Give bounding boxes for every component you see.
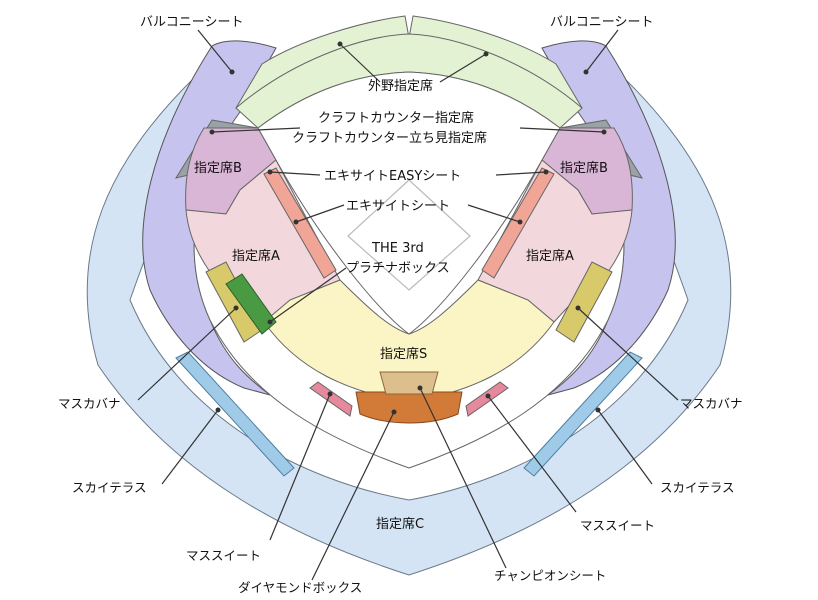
excite-seat-left[interactable]: [263, 167, 337, 279]
leader-lines: [137, 29, 679, 581]
label-outfield: 外野指定席: [368, 78, 433, 94]
seat-s[interactable]: [263, 279, 555, 403]
label-diamond-box: ダイヤモンドボックス: [238, 580, 362, 595]
mass-suite-right[interactable]: [465, 381, 509, 417]
label-seat-b-left: 指定席B: [194, 160, 242, 176]
masukabana-right[interactable]: [555, 261, 613, 343]
diamond-box[interactable]: [355, 391, 463, 424]
label-sky-terrace-right: スカイテラス: [660, 480, 735, 495]
label-craft-counter-standing: クラフトカウンター立ち見指定席: [292, 130, 487, 146]
label-excite: エキサイトシート: [346, 199, 450, 214]
label-champion-seat: チャンピオンシート: [494, 568, 606, 583]
label-masukabana-right: マスカバナ: [680, 396, 743, 411]
label-seat-c: 指定席C: [376, 516, 424, 532]
label-masukabana-left: マスカバナ: [58, 396, 121, 411]
sky-terrace-left[interactable]: [175, 351, 295, 477]
label-seat-a-left: 指定席A: [232, 248, 280, 264]
champion-seat[interactable]: [379, 371, 439, 395]
label-the3rd: THE 3rd: [371, 241, 424, 256]
label-sky-terrace-left: スカイテラス: [72, 480, 147, 495]
sky-terrace-right[interactable]: [523, 351, 643, 477]
label-balcony-left: バルコニーシート: [140, 15, 243, 30]
the3rd-platinum-box[interactable]: [225, 273, 277, 335]
base-lines: [347, 179, 471, 291]
label-platinum-box: プラチナボックス: [346, 261, 450, 276]
label-seat-s: 指定席S: [380, 346, 427, 362]
label-excite-easy: エキサイトEASYシート: [324, 169, 461, 184]
label-seat-b-right: 指定席B: [560, 160, 608, 176]
label-balcony-right: バルコニーシート: [550, 15, 653, 30]
mass-suite-left[interactable]: [309, 381, 353, 417]
label-mass-suite-left: マススイート: [186, 548, 261, 563]
label-mass-suite-right: マススイート: [580, 518, 655, 533]
label-seat-a-right: 指定席A: [526, 248, 574, 264]
label-craft-counter: クラフトカウンター指定席: [318, 110, 474, 126]
